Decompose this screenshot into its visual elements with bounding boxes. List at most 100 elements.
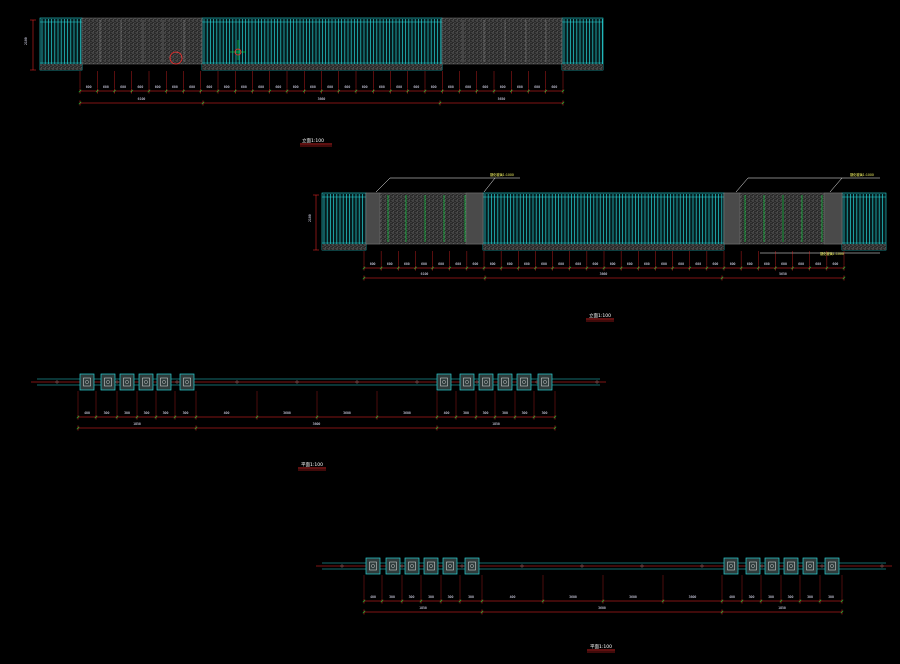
dimension-label: 600 bbox=[517, 85, 523, 89]
dimension-label: 600 bbox=[833, 262, 839, 266]
dimension-tick bbox=[76, 426, 80, 430]
rail-post bbox=[475, 380, 479, 384]
dimension-tick bbox=[492, 89, 496, 93]
dimension-tick bbox=[95, 89, 99, 93]
dimension-label: 600 bbox=[206, 85, 212, 89]
rail-post bbox=[580, 564, 584, 568]
dimension-tick bbox=[406, 89, 410, 93]
dimension-tick bbox=[705, 266, 709, 270]
dimension-tick bbox=[791, 266, 794, 270]
base-wall bbox=[40, 64, 82, 70]
dimension-tick bbox=[636, 266, 640, 270]
pier-plan-core bbox=[768, 561, 776, 571]
dimension-label: 300 bbox=[463, 411, 469, 415]
pier-plan-post bbox=[144, 380, 148, 384]
dimension-tick bbox=[362, 610, 366, 614]
pier-plan-box bbox=[497, 373, 513, 391]
rail-post bbox=[640, 564, 644, 568]
dimension-tick bbox=[435, 415, 439, 419]
rail-post bbox=[295, 380, 299, 384]
dimension-label: 3660 bbox=[600, 272, 608, 276]
pier-plan-box bbox=[537, 373, 553, 391]
dimension-tick bbox=[194, 426, 198, 430]
pier-plan-box bbox=[516, 373, 532, 391]
dimension-label: 6100 bbox=[138, 97, 146, 101]
stone-pier bbox=[441, 17, 563, 65]
dimension-label: 600 bbox=[764, 262, 770, 266]
dimension-label: 600 bbox=[593, 262, 599, 266]
view-title: 平面1:100 bbox=[590, 644, 612, 650]
dimension-label: 300 bbox=[144, 411, 150, 415]
pier-plan-post bbox=[162, 380, 166, 384]
height-dimension-label: 2100 bbox=[308, 214, 312, 222]
dimension-label: 300 bbox=[749, 595, 755, 599]
leader-line bbox=[735, 177, 749, 193]
rail-post bbox=[760, 564, 764, 568]
stone-piers bbox=[365, 192, 843, 245]
pier-plan-core bbox=[828, 561, 836, 571]
dimension-label: 300 bbox=[828, 595, 834, 599]
dimension-label: 600 bbox=[678, 262, 684, 266]
dimension-label: 300 bbox=[104, 411, 110, 415]
dimension-tick bbox=[130, 89, 134, 93]
dimension-label: 300 bbox=[163, 411, 169, 415]
dimension-tick bbox=[483, 276, 487, 280]
dimension-label: 300 bbox=[448, 595, 454, 599]
dimension-tick bbox=[194, 415, 198, 419]
dimension-tick bbox=[740, 599, 744, 603]
dimension-tick bbox=[182, 89, 185, 93]
pier-plan-post bbox=[465, 380, 469, 384]
rail-post bbox=[355, 380, 359, 384]
pier-plan-box bbox=[745, 557, 761, 575]
rail-post bbox=[880, 564, 884, 568]
pier-plan-post bbox=[729, 564, 733, 568]
pier-plan-post bbox=[371, 564, 375, 568]
dimension-tick bbox=[389, 89, 392, 93]
dimension-tick bbox=[113, 89, 116, 93]
dimension-tick bbox=[842, 276, 846, 280]
pier-plan-core bbox=[520, 377, 528, 387]
dimension-tick bbox=[779, 599, 783, 603]
dimension-tick bbox=[551, 266, 554, 270]
dimension-label: 600 bbox=[507, 262, 513, 266]
dimension-label: 600 bbox=[155, 85, 161, 89]
material-note-bottom: 钢化玻璃1:1000 bbox=[820, 251, 844, 256]
dimension-tick bbox=[759, 599, 763, 603]
dimension-label: 600 bbox=[730, 262, 736, 266]
rail-post bbox=[700, 564, 704, 568]
pier-plan-box bbox=[119, 373, 135, 391]
dimension-label: 3600 bbox=[283, 411, 291, 415]
dimension-label: 1850 bbox=[778, 606, 786, 610]
dimension-tick bbox=[315, 415, 319, 419]
dimension-label: 3600 bbox=[569, 595, 577, 599]
dimension-tick bbox=[147, 89, 151, 93]
dimension-tick bbox=[474, 415, 478, 419]
dimension-tick bbox=[76, 415, 80, 419]
dimension-label: 3660 bbox=[318, 97, 326, 101]
dimension-label: 300 bbox=[183, 411, 189, 415]
dimension-tick bbox=[619, 266, 623, 270]
dimension-label: 300 bbox=[788, 595, 794, 599]
dimension-label: 600 bbox=[387, 262, 393, 266]
pier-plan-box bbox=[404, 557, 420, 575]
dimension-label: 5650 bbox=[779, 272, 787, 276]
dimension-tick bbox=[454, 415, 458, 419]
dimension-tick bbox=[671, 266, 674, 270]
dimension-label: 600 bbox=[500, 85, 506, 89]
pier-plan-core bbox=[389, 561, 397, 571]
pier-plan-post bbox=[442, 380, 446, 384]
view-title: 立面1:100 bbox=[302, 137, 324, 144]
dimension-label: 300 bbox=[428, 595, 434, 599]
dimension-tick bbox=[78, 101, 82, 105]
pier-plan-core bbox=[83, 377, 91, 387]
rail-post bbox=[55, 380, 59, 384]
dimension-label: 600 bbox=[224, 85, 230, 89]
dimension-label: 400 bbox=[444, 411, 450, 415]
dimension-label: 300 bbox=[522, 411, 528, 415]
rail-post bbox=[820, 564, 824, 568]
dimension-label: 600 bbox=[189, 85, 195, 89]
dimension-tick bbox=[499, 266, 503, 270]
